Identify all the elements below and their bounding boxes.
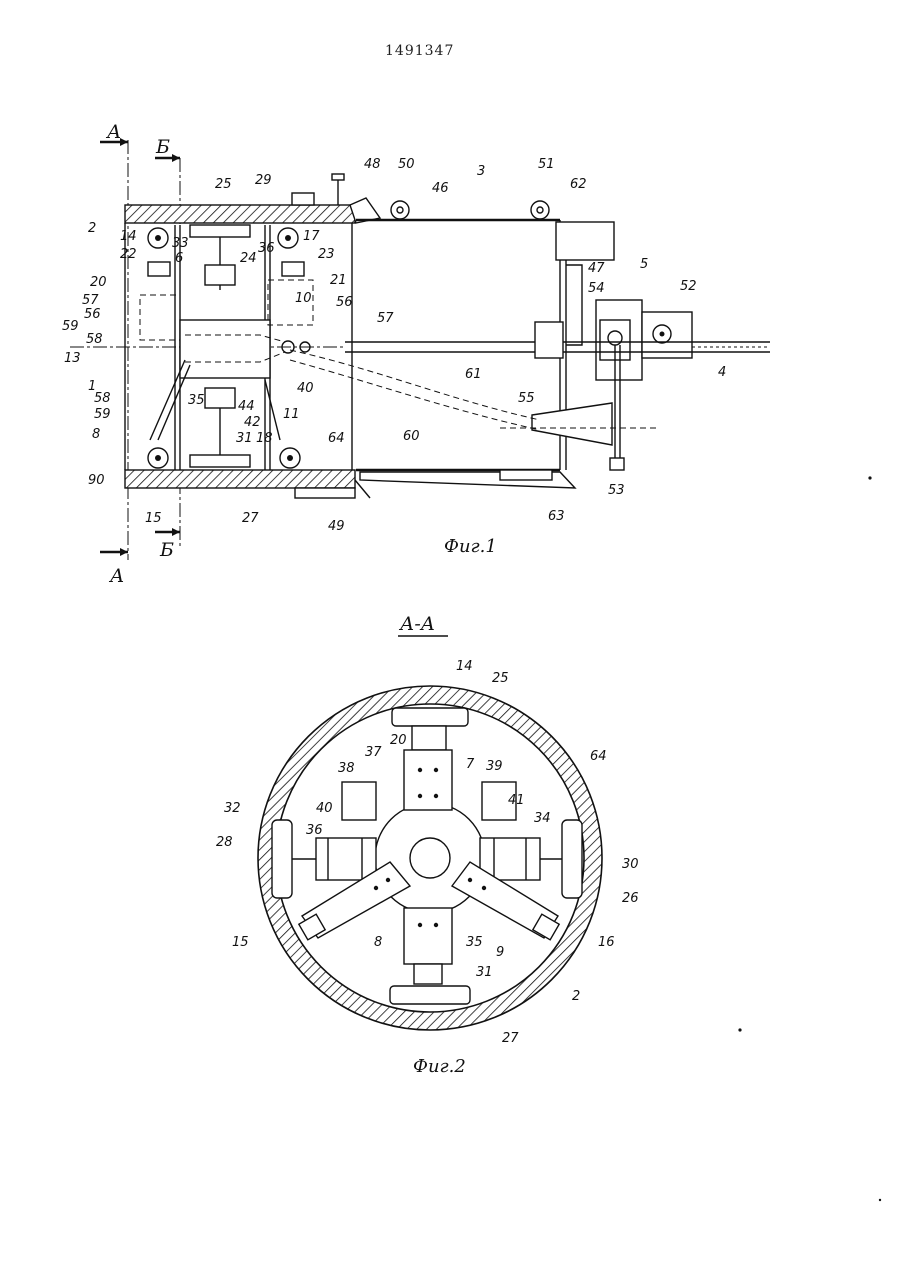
ref-label: 27 — [242, 511, 259, 526]
ref-label: 49 — [328, 519, 345, 534]
ref-label: 34 — [534, 811, 551, 826]
ref-label: 42 — [244, 415, 261, 430]
ref-label: 52 — [680, 279, 697, 294]
ref-label: 13 — [64, 351, 81, 366]
ref-label: 3 — [477, 164, 485, 179]
ref-label: 4 — [718, 365, 726, 380]
ref-label: 41 — [508, 793, 525, 808]
section-mark: Б — [159, 539, 174, 561]
ref-label: 15 — [145, 511, 162, 526]
ref-label: 31 — [476, 965, 493, 980]
ref-label: 53 — [608, 483, 625, 498]
ref-label: 37 — [365, 745, 382, 760]
ref-label: 30 — [622, 857, 639, 872]
ref-label: 10 — [295, 291, 312, 306]
ref-label: 50 — [398, 157, 415, 172]
ref-label: 40 — [297, 381, 314, 396]
ref-label: 7 — [466, 757, 475, 772]
ref-label: 64 — [590, 749, 607, 764]
ref-label: 29 — [255, 173, 272, 188]
ref-label: 5 — [640, 257, 648, 272]
ref-label: 39 — [486, 759, 503, 774]
ref-label: 9 — [496, 945, 504, 960]
ref-label: 15 — [232, 935, 249, 950]
ref-label: 59 — [94, 407, 111, 422]
ref-label: 16 — [598, 935, 615, 950]
ref-label: 48 — [364, 157, 381, 172]
ref-label: 47 — [588, 261, 605, 276]
ref-label: 8 — [92, 427, 100, 442]
ref-label: 25 — [492, 671, 509, 686]
ref-label: 90 — [88, 473, 105, 488]
ref-label: 35 — [466, 935, 483, 950]
section-mark: Б — [155, 136, 170, 158]
figure-caption: Фиг.1 — [444, 536, 497, 557]
housing-top-wall — [125, 205, 355, 223]
ref-label: 58 — [94, 391, 111, 406]
ref-label: 46 — [432, 181, 449, 196]
ref-label: 61 — [465, 367, 482, 382]
ref-label: 8 — [374, 935, 382, 950]
ref-label: 11 — [283, 407, 300, 422]
ref-label: 57 — [377, 311, 394, 326]
ref-label: 22 — [120, 247, 137, 262]
ref-label: 18 — [256, 431, 273, 446]
ref-label: 40 — [316, 801, 333, 816]
ref-label: 51 — [538, 157, 555, 172]
ref-label: 56 — [84, 307, 101, 322]
ref-label: 23 — [318, 247, 335, 262]
ref-label: 31 — [236, 431, 253, 446]
ref-label: 60 — [403, 429, 420, 444]
ref-label: 27 — [502, 1031, 519, 1046]
ref-label: 35 — [188, 393, 205, 408]
ref-label: 54 — [588, 281, 605, 296]
ref-label: 36 — [258, 241, 275, 256]
housing-bottom-wall — [125, 470, 355, 488]
ref-label: 24 — [240, 251, 257, 266]
ref-label: 55 — [518, 391, 535, 406]
ref-label: 59 — [62, 319, 79, 334]
ref-label: 44 — [238, 399, 255, 414]
figure-2 — [258, 686, 602, 1030]
ref-label: 32 — [224, 801, 241, 816]
ref-label: 6 — [175, 251, 183, 266]
ref-label: 25 — [215, 177, 232, 192]
ref-label: 64 — [328, 431, 345, 446]
ref-label: 26 — [622, 891, 639, 906]
section-mark: А — [108, 565, 124, 587]
ref-label: 2 — [88, 221, 96, 236]
ref-label: 63 — [548, 509, 565, 524]
section-mark: А — [105, 121, 121, 143]
ref-label: 33 — [172, 236, 189, 251]
ref-label: 62 — [570, 177, 587, 192]
ref-label: 57 — [82, 293, 99, 308]
ref-label: 14 — [456, 659, 473, 674]
ref-label: 2 — [572, 989, 580, 1004]
patent-number: 1491347 — [385, 43, 454, 59]
ref-label: 58 — [86, 332, 103, 347]
ref-label: 20 — [90, 275, 107, 290]
ref-label: 38 — [338, 761, 355, 776]
ref-label: 56 — [336, 295, 353, 310]
figure-1 — [70, 138, 770, 560]
ref-label: 20 — [390, 733, 407, 748]
ref-label: 21 — [330, 273, 347, 288]
section-title: А-А — [398, 613, 435, 635]
ref-label: 17 — [303, 229, 320, 244]
ref-label: 28 — [216, 835, 233, 850]
ref-label: 36 — [306, 823, 323, 838]
figure-caption: Фиг.2 — [413, 1056, 466, 1077]
ref-label: 14 — [120, 229, 137, 244]
